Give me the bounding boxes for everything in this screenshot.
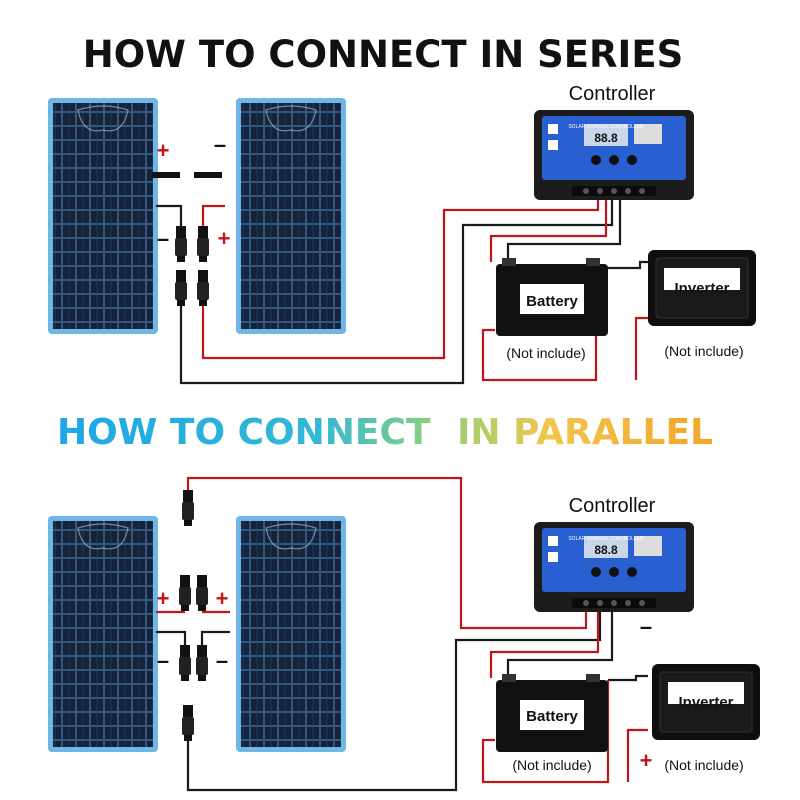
series-title: HOW TO CONNECT IN SERIES [83,33,684,76]
parallel-plus-sign-1: + [157,586,170,611]
series-wires [156,200,652,385]
series-solar-panel-right [235,97,347,335]
parallel-battery-note: (Not include) [512,757,591,773]
parallel-inverter-plus: + [640,748,653,773]
parallel-title: HOW TO CONNECT IN PARALLEL [57,412,713,453]
parallel-controller-label: Controller [569,495,656,517]
parallel-plus-sign-2: + [216,586,229,611]
series-mc4-connectors [152,172,222,306]
parallel-inverter-note: (Not include) [664,757,743,773]
parallel-controller-screen-header: SOLAR CHARGE CONTROLLER [568,536,644,542]
series-minus-sign-2: – [157,226,169,251]
parallel-solar-panel-left [47,515,159,753]
series-battery-note: (Not include) [506,345,585,361]
series-plus-sign-2: + [218,226,231,251]
series-battery-label: Battery [526,293,578,310]
series-solar-panel-left [47,97,159,335]
series-controller-readout: 88.8 [594,131,618,145]
series-controller-label: Controller [569,83,656,105]
series-inverter-label: Inverter [674,280,729,297]
parallel-solar-panel-right [235,515,347,753]
series-controller-screen-header: SOLAR CHARGE CONTROLLER [568,124,644,130]
parallel-controller-readout: 88.8 [594,543,618,557]
series-inverter-note: (Not include) [664,343,743,359]
parallel-minus-sign-2: – [216,648,228,673]
parallel-title-part2: IN PARALLEL [457,412,713,453]
series-plus-sign-1: + [157,138,170,163]
parallel-title-part1: HOW TO CONNECT [57,412,431,453]
parallel-wires [156,476,648,792]
parallel-inverter-label: Inverter [678,694,733,711]
parallel-inverter-minus: – [640,614,652,639]
parallel-minus-sign-1: – [157,648,169,673]
series-minus-sign-1: – [214,132,226,157]
parallel-battery-label: Battery [526,708,578,725]
parallel-mc4-branch-connectors [179,490,208,741]
